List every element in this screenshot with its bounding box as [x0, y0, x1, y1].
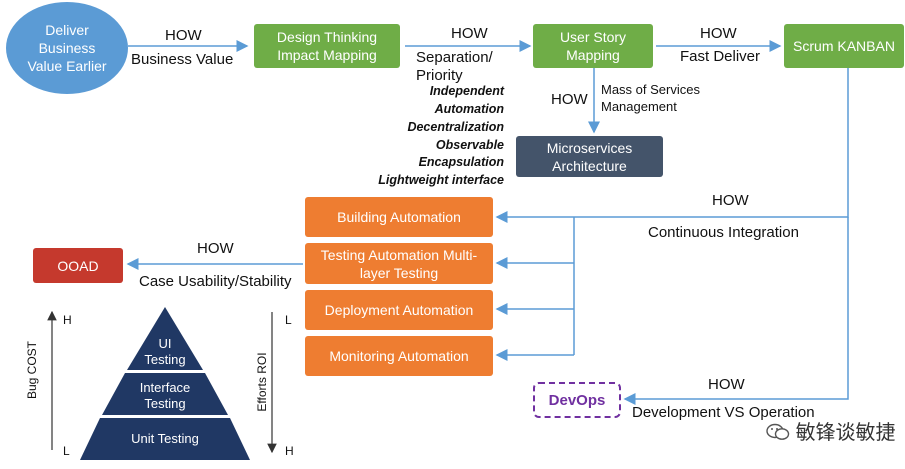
case-usability-label: Case Usability/Stability: [139, 273, 292, 290]
principle-item: Lightweight interface: [378, 173, 504, 187]
priority-label: Priority: [416, 67, 463, 84]
scrum-kanban-node: Scrum KANBAN: [784, 24, 904, 68]
principle-item: Observable: [435, 138, 504, 152]
pyramid-unit-level: [80, 418, 250, 460]
fast-deliver-label: Fast Deliver: [680, 48, 761, 65]
deployment-automation-node: Deployment Automation: [305, 290, 493, 330]
bug-cost-axis-label: Bug COST: [25, 340, 39, 400]
testing-automation-node: Testing Automation Multi-layer Testing: [305, 243, 493, 284]
business-value-label: Business Value: [131, 51, 234, 68]
pyramid-interface-label: Interface Testing: [139, 380, 191, 411]
test-pyramid: [80, 307, 250, 460]
continuous-integration-label: Continuous Integration: [648, 224, 799, 241]
bug-cost-high-label: H: [63, 313, 72, 327]
how-label-7: HOW: [708, 376, 745, 393]
arrow-scrum-to-devops: [623, 217, 849, 405]
monitoring-automation-node: Monitoring Automation: [305, 336, 493, 376]
efforts-roi-high-label: H: [285, 444, 294, 458]
separation-label: Separation/: [416, 49, 493, 66]
how-label-2: HOW: [451, 25, 488, 42]
microservices-node: Microservices Architecture: [516, 136, 663, 177]
principle-item: Decentralization: [407, 120, 504, 134]
wechat-icon: [766, 423, 790, 441]
ooad-node: OOAD: [33, 248, 123, 283]
principle-item: Independent: [429, 84, 504, 98]
mass-services-label-2: Management: [601, 99, 677, 114]
pyramid-ui-label: UI Testing: [144, 336, 186, 367]
efforts-roi-low-label: L: [285, 313, 292, 327]
bug-cost-low-label: L: [63, 444, 70, 458]
efforts-roi-axis-label: Efforts ROI: [255, 352, 269, 412]
how-label-1: HOW: [165, 27, 202, 44]
pyramid-unit-label: Unit Testing: [131, 431, 199, 446]
how-label-4: HOW: [551, 91, 588, 108]
user-story-mapping-node: User Story Mapping: [533, 24, 653, 68]
pyramid-ui-level: [127, 307, 203, 370]
principle-item: Encapsulation: [418, 155, 504, 169]
devops-node: DevOps: [533, 382, 621, 418]
watermark-label: 敏锋谈敏捷: [795, 422, 896, 444]
mass-services-label-1: Mass of Services: [601, 82, 700, 97]
principle-item: Automation: [434, 102, 504, 116]
watermark-text: 敏锋谈敏捷: [766, 416, 896, 445]
design-thinking-node: Design Thinking Impact Mapping: [254, 24, 400, 68]
how-label-6: HOW: [197, 240, 234, 257]
deliver-business-value-node: Deliver Business Value Earlier: [6, 2, 128, 94]
how-label-5: HOW: [712, 192, 749, 209]
building-automation-node: Building Automation: [305, 197, 493, 237]
dev-vs-ops-label: Development VS Operation: [632, 404, 815, 421]
how-label-3: HOW: [700, 25, 737, 42]
pyramid-interface-level: [102, 373, 228, 415]
